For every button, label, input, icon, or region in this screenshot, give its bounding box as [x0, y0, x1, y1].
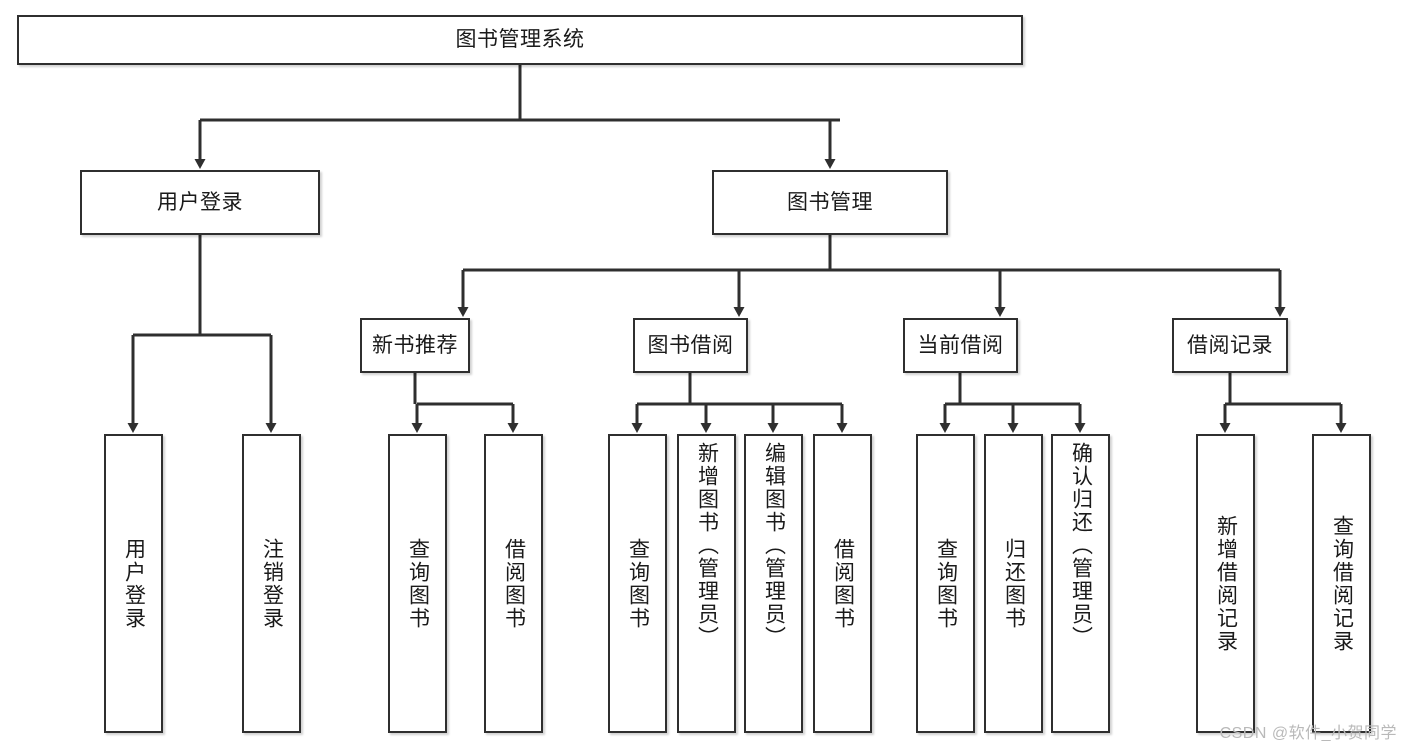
node-leaf-borrow-book-2-label: 借阅图书 — [831, 537, 855, 630]
node-leaf-borrow-book-2[interactable]: 借阅图书 — [813, 434, 872, 733]
node-book-borrow[interactable]: 图书借阅 — [633, 318, 748, 373]
node-leaf-add-borrow-record-label: 新增借阅记录 — [1214, 514, 1238, 653]
node-leaf-return-book-label: 归还图书 — [1002, 537, 1026, 630]
node-leaf-return-book[interactable]: 归还图书 — [984, 434, 1043, 733]
node-borrow-record[interactable]: 借阅记录 — [1172, 318, 1288, 373]
node-new-book-recommend[interactable]: 新书推荐 — [360, 318, 470, 373]
node-current-borrow-label: 当前借阅 — [917, 333, 1004, 357]
node-user-login[interactable]: 用户登录 — [80, 170, 320, 235]
node-leaf-edit-book[interactable]: 编辑图书（管理员） — [744, 434, 803, 733]
node-leaf-query-book-2-label: 查询图书 — [626, 537, 650, 630]
watermark: CSDN @软件_小贺同学 — [1219, 725, 1397, 742]
node-leaf-query-borrow-record-label: 查询借阅记录 — [1330, 514, 1354, 653]
node-leaf-add-borrow-record[interactable]: 新增借阅记录 — [1196, 434, 1255, 733]
node-leaf-user-login[interactable]: 用户登录 — [104, 434, 163, 733]
node-leaf-confirm-return[interactable]: 确认归还（管理员） — [1051, 434, 1110, 733]
node-leaf-query-book-1-label: 查询图书 — [406, 537, 430, 630]
node-leaf-borrow-book-1[interactable]: 借阅图书 — [484, 434, 543, 733]
node-leaf-query-book-3[interactable]: 查询图书 — [916, 434, 975, 733]
node-leaf-confirm-return-label: 确认归还（管理员） — [1069, 442, 1093, 649]
node-borrow-record-label: 借阅记录 — [1187, 333, 1273, 357]
node-leaf-query-book-3-label: 查询图书 — [934, 537, 958, 630]
node-leaf-query-book-2[interactable]: 查询图书 — [608, 434, 667, 733]
node-leaf-user-login-label: 用户登录 — [122, 537, 146, 630]
node-leaf-user-logout[interactable]: 注销登录 — [242, 434, 301, 733]
node-leaf-query-borrow-record[interactable]: 查询借阅记录 — [1312, 434, 1371, 733]
node-root-label: 图书管理系统 — [455, 28, 585, 52]
node-book-manage-label: 图书管理 — [787, 190, 873, 214]
node-leaf-edit-book-label: 编辑图书（管理员） — [762, 442, 786, 649]
node-leaf-query-book-1[interactable]: 查询图书 — [388, 434, 447, 733]
node-book-borrow-label: 图书借阅 — [647, 333, 734, 357]
node-leaf-add-book[interactable]: 新增图书（管理员） — [677, 434, 736, 733]
node-root[interactable]: 图书管理系统 — [17, 15, 1023, 65]
node-leaf-borrow-book-1-label: 借阅图书 — [502, 537, 526, 630]
node-leaf-user-logout-label: 注销登录 — [260, 537, 284, 630]
node-new-book-recommend-label: 新书推荐 — [372, 333, 458, 357]
node-user-login-label: 用户登录 — [157, 190, 243, 214]
node-leaf-add-book-label: 新增图书（管理员） — [695, 442, 719, 649]
node-book-manage[interactable]: 图书管理 — [712, 170, 948, 235]
node-current-borrow[interactable]: 当前借阅 — [903, 318, 1018, 373]
